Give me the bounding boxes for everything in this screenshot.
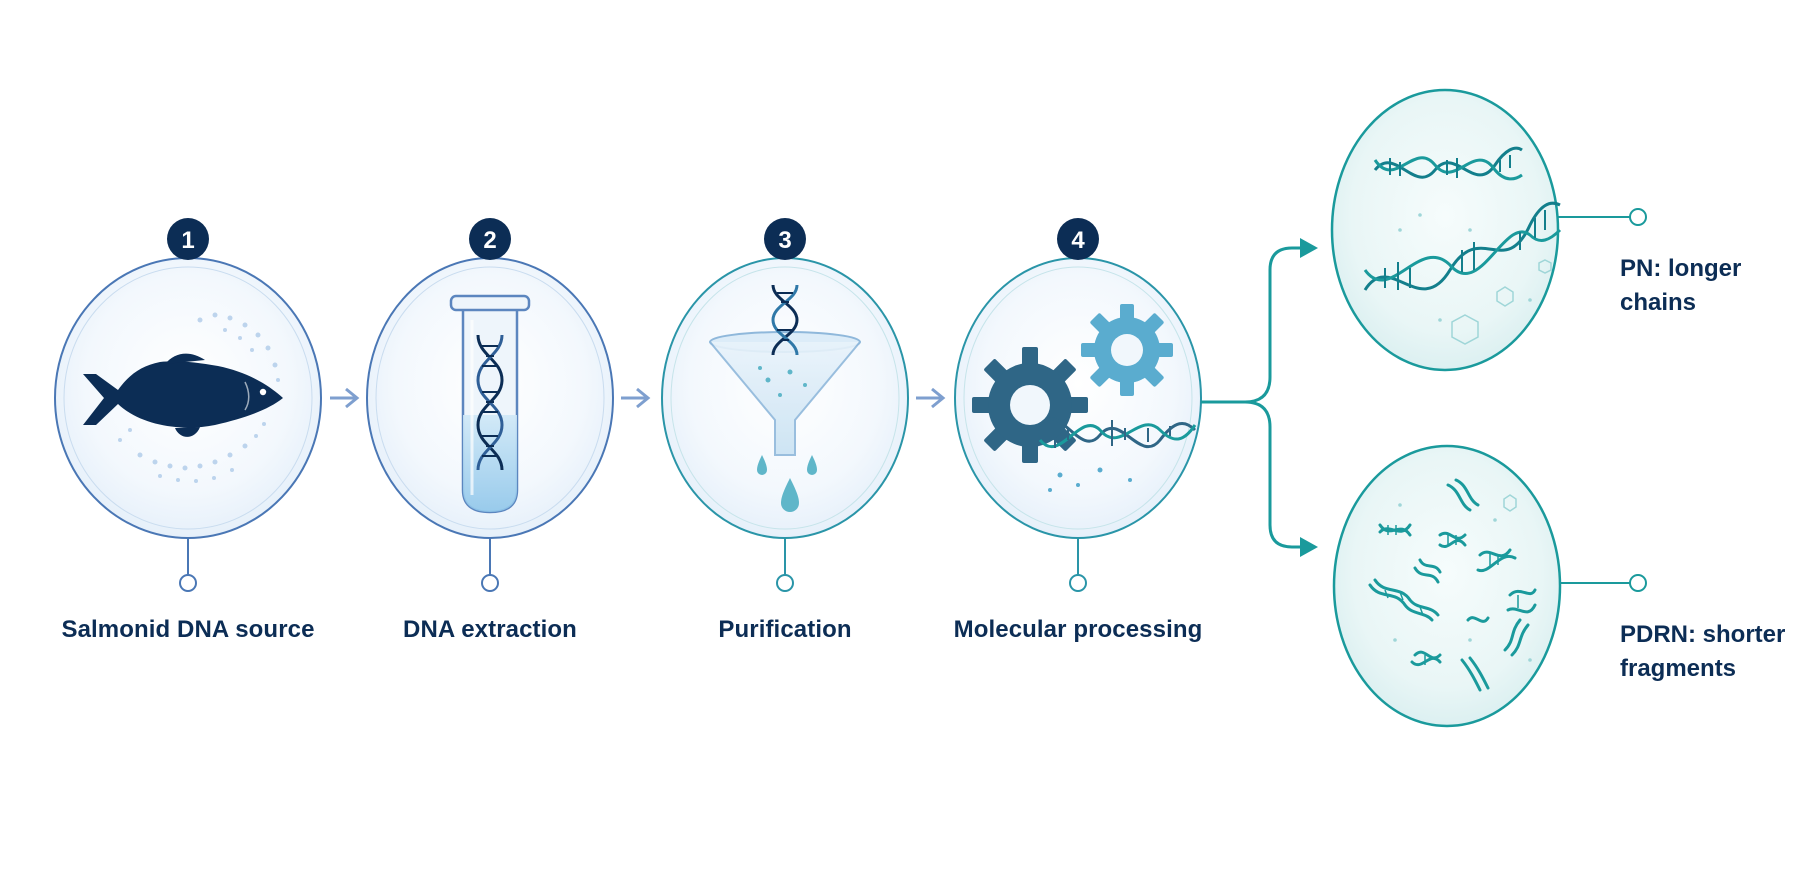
step-2: 2 xyxy=(366,218,614,592)
funnel-icon xyxy=(709,284,861,512)
hexagon-icon xyxy=(1451,259,1552,345)
step-2-connector xyxy=(481,574,499,592)
dot-pattern xyxy=(118,312,280,483)
step-2-label: DNA extraction xyxy=(403,616,577,643)
step-3-badge xyxy=(764,218,806,260)
step-1-badge xyxy=(167,218,209,260)
output-pdrn-label-line2: fragments xyxy=(1620,655,1737,682)
output-pn-label-line2: chains xyxy=(1620,289,1697,316)
long-dna-chains-icon xyxy=(1363,146,1562,291)
output-pn-connector xyxy=(1629,208,1647,226)
step-3-number: 3 xyxy=(778,227,791,254)
fish-icon xyxy=(83,353,283,437)
output-pdrn-label-line1: PDRN: shorter xyxy=(1620,621,1786,648)
test-tube-icon xyxy=(449,294,531,514)
step-1: 1 xyxy=(54,218,322,592)
step-3-connector xyxy=(776,574,794,592)
step-4: 4 xyxy=(954,218,1202,592)
step-3-label: Purification xyxy=(718,616,852,643)
step-1-connector xyxy=(179,574,197,592)
droplet-icon xyxy=(757,455,817,512)
arrow-2-3 xyxy=(621,387,651,409)
dna-helix-icon xyxy=(476,334,504,471)
output-pn-label-line1: PN: longer xyxy=(1620,255,1742,282)
step-3: 3 xyxy=(661,218,909,592)
step-4-badge xyxy=(1057,218,1099,260)
step-4-connector xyxy=(1069,574,1087,592)
output-pn-label: PN: longer chains xyxy=(1620,252,1807,320)
step-4-label: Molecular processing xyxy=(953,616,1203,643)
output-pn xyxy=(1330,88,1647,372)
step-2-number: 2 xyxy=(483,227,496,254)
step-4-number: 4 xyxy=(1071,227,1085,254)
output-pdrn-connector xyxy=(1629,574,1647,592)
branch-arrows xyxy=(1201,238,1318,557)
output-pdrn-label: PDRN: shorter fragments xyxy=(1620,618,1807,686)
step-2-badge xyxy=(469,218,511,260)
output-pdrn xyxy=(1332,444,1647,728)
output-pn-circle xyxy=(1330,88,1560,372)
step-1-label: Salmonid DNA source xyxy=(61,616,315,643)
dna-helix-icon xyxy=(1038,417,1197,449)
hexagon-icon xyxy=(1503,494,1517,512)
dna-helix-icon xyxy=(771,284,799,356)
output-pdrn-circle xyxy=(1332,444,1562,728)
arrow-1-2 xyxy=(330,387,360,409)
step-1-number: 1 xyxy=(181,227,194,254)
arrow-3-4 xyxy=(916,387,946,409)
dna-fragments-icon xyxy=(1368,478,1537,692)
gears-icon xyxy=(972,304,1197,492)
